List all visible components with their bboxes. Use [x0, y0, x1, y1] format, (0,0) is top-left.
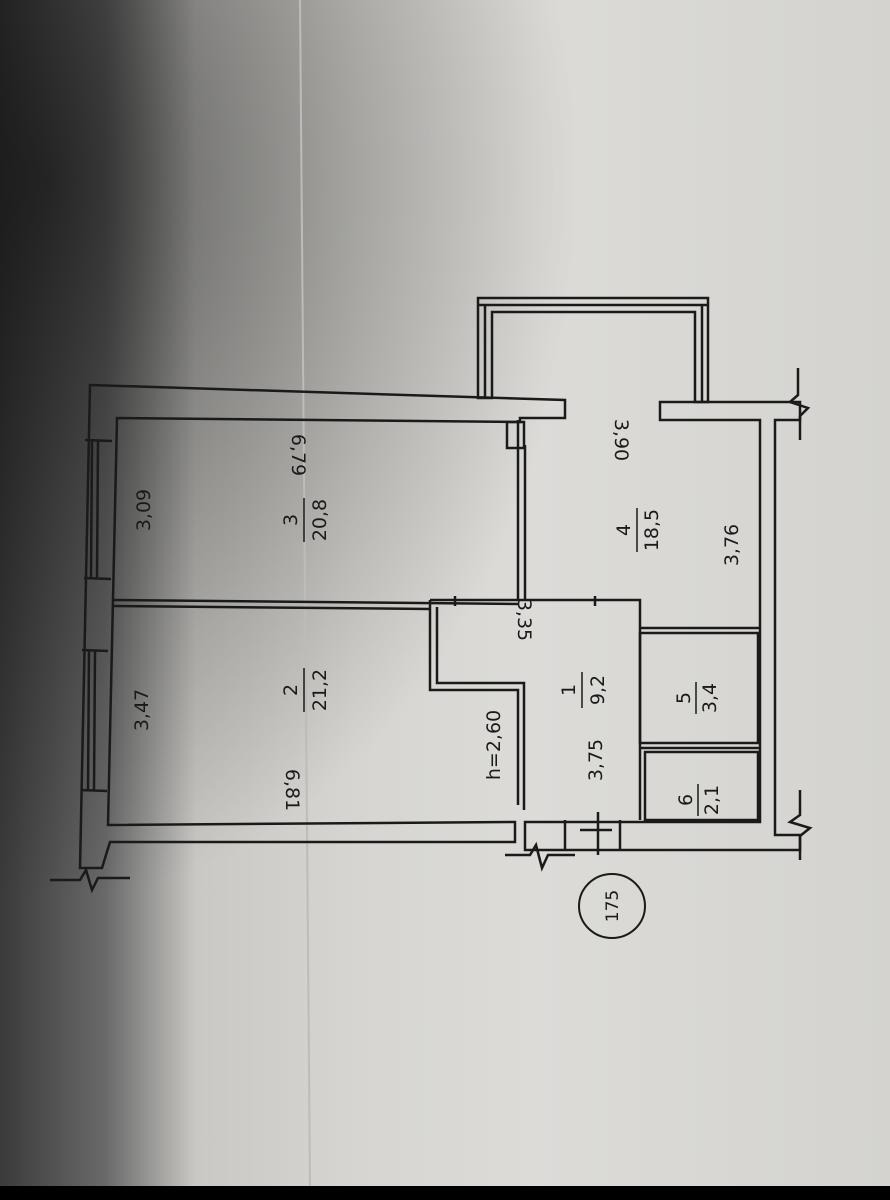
room4-number: 4 — [613, 524, 635, 536]
room6-area: 2,1 — [701, 785, 723, 815]
window-left-2 — [80, 648, 109, 793]
room4-area: 18,5 — [641, 509, 663, 551]
ceiling-height-label: h=2,60 — [483, 710, 505, 780]
room1-number: 1 — [558, 684, 580, 696]
wall-room5 — [638, 631, 760, 745]
room2-area: 21,2 — [309, 669, 331, 711]
room6-number: 6 — [675, 794, 697, 806]
room1-area: 9,2 — [587, 675, 609, 705]
balcony — [476, 296, 710, 404]
window-left-1 — [83, 438, 113, 581]
bottom-black-bar — [0, 1186, 890, 1200]
wall-room2-room3 — [112, 598, 519, 606]
room1-length-label: 3,75 — [585, 739, 607, 781]
room4-width-label: 3,76 — [721, 524, 743, 566]
break-symbol-top — [787, 368, 811, 440]
room2-number: 2 — [280, 684, 302, 696]
labels: 3,09 3,47 6,79 6,81 3,90 3,76 3,35 3,75 … — [131, 419, 743, 816]
plan-number-badge: 175 — [578, 873, 646, 939]
break-symbol-left — [50, 866, 130, 894]
room1-width-label: 3,35 — [513, 599, 535, 641]
room3-number: 3 — [280, 514, 302, 526]
room5-number: 5 — [673, 692, 695, 704]
room5-area: 3,4 — [699, 683, 721, 713]
room4-length-label: 3,90 — [610, 419, 632, 461]
break-symbol-bottom — [787, 790, 813, 860]
floor-plan — [50, 296, 813, 894]
break-symbol-door — [505, 841, 575, 872]
room3-length-label: 6,79 — [287, 434, 309, 476]
room3-area: 20,8 — [309, 499, 331, 541]
paper-fold — [299, 0, 311, 1187]
wall-room6 — [643, 750, 760, 822]
wall-room1 — [428, 598, 642, 820]
room3-width-label: 3,09 — [133, 489, 155, 531]
outer-wall — [78, 383, 567, 870]
plan-number-text: 175 — [603, 890, 623, 922]
room2-length-label: 6,81 — [281, 769, 303, 811]
room2-width-label: 3,47 — [131, 689, 153, 731]
